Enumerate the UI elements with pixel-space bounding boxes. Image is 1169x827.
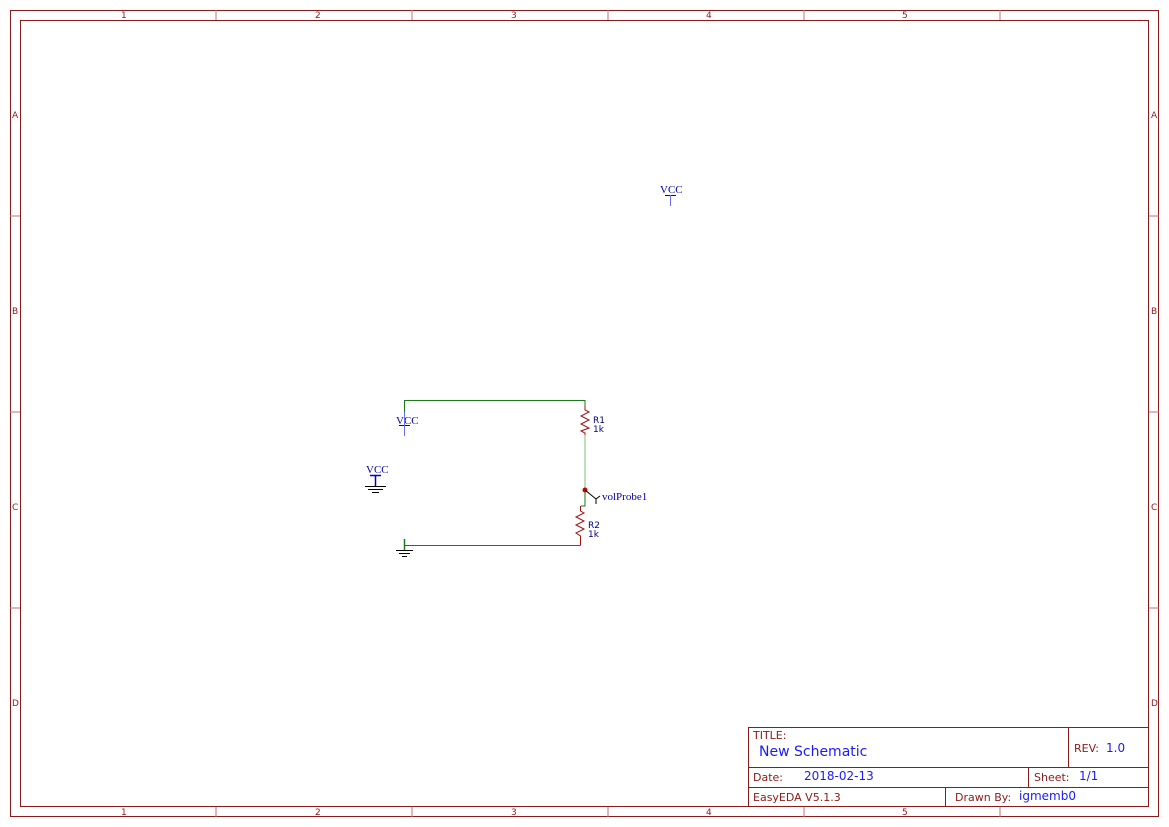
col-label: 4 (706, 11, 712, 21)
row-label: D (1151, 699, 1158, 709)
row-label: C (12, 503, 18, 513)
drawn-by-label: Drawn By: (955, 791, 1011, 804)
vcc-symbol[interactable]: VCC (396, 412, 419, 436)
inner-frame (20, 20, 1149, 807)
row-label: D (12, 699, 19, 709)
svg-text:1k: 1k (593, 425, 605, 435)
col-label: 5 (902, 11, 908, 21)
row-label: B (12, 307, 18, 317)
svg-text:R2: R2 (588, 521, 600, 531)
svg-text:VCC: VCC (396, 415, 419, 427)
title-block (748, 727, 1149, 807)
svg-text:R1: R1 (593, 416, 605, 426)
grid-dividers (10, 10, 1159, 817)
resistor-r1[interactable]: R1 1k (579, 406, 605, 435)
row-label: B (1151, 307, 1157, 317)
sheet-value: 1/1 (1079, 769, 1098, 783)
col-label: 3 (511, 11, 517, 21)
rev-value: 1.0 (1106, 741, 1125, 755)
row-label: C (1151, 503, 1157, 513)
row-label: A (1151, 111, 1158, 121)
rev-label: REV: (1074, 742, 1099, 755)
col-label: 2 (315, 11, 321, 21)
col-label: 2 (315, 808, 321, 818)
schematic-title: New Schematic (759, 744, 867, 760)
resistor-r2[interactable]: R2 1k (574, 506, 600, 546)
col-label: 1 (121, 11, 127, 21)
date-value: 2018-02-13 (804, 769, 874, 783)
title-label: TITLE: (752, 729, 786, 742)
col-label: 4 (706, 808, 712, 818)
vcc-symbol[interactable]: VCC (660, 184, 683, 206)
sheet-label: Sheet: (1034, 771, 1070, 784)
wires (404, 400, 586, 546)
col-label: 1 (121, 808, 127, 818)
software-label: EasyEDA V5.1.3 (753, 791, 841, 804)
svg-text:VCC: VCC (366, 464, 389, 476)
col-label: 5 (902, 808, 908, 818)
drawn-by-value: igmemb0 (1019, 789, 1076, 803)
ground-symbol[interactable] (396, 539, 413, 557)
row-label: A (12, 111, 19, 121)
svg-text:1k: 1k (588, 530, 600, 540)
col-label: 3 (511, 808, 517, 818)
svg-text:volProbe1: volProbe1 (602, 491, 647, 503)
date-label: Date: (753, 771, 783, 784)
vcc-ground-symbol[interactable]: VCC (365, 464, 389, 493)
svg-text:VCC: VCC (660, 184, 683, 196)
outer-frame (10, 10, 1159, 817)
voltage-probe[interactable]: volProbe1 (582, 487, 648, 505)
